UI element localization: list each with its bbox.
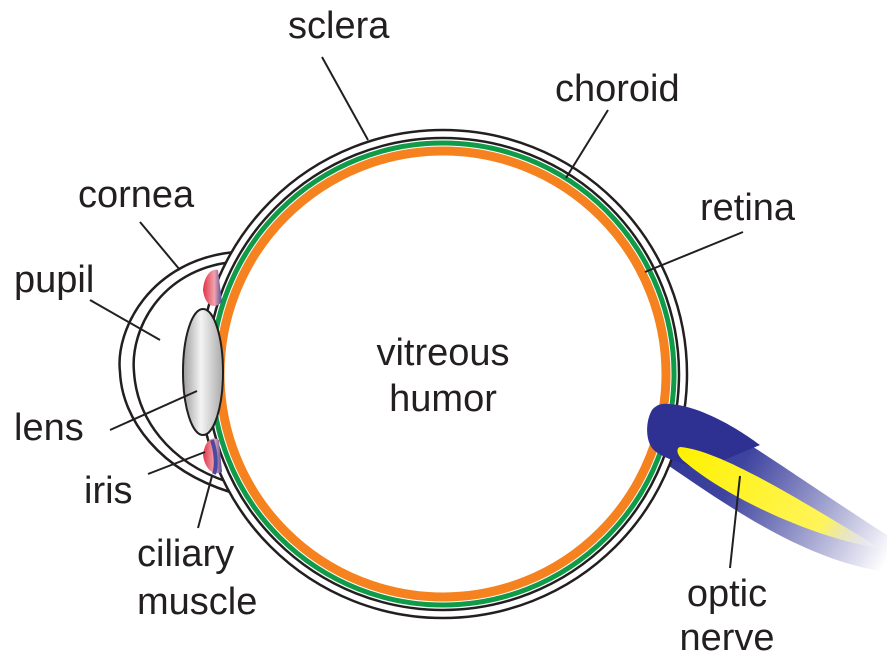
lens-label: lens — [14, 407, 84, 449]
sclera-label: sclera — [288, 5, 390, 47]
ciliary-muscle-label-line1: ciliary — [137, 533, 234, 575]
sclera-leader-line — [322, 57, 368, 140]
optic-nerve-label-line1: optic — [687, 573, 767, 615]
optic-nerve-label-line2: nerve — [679, 617, 774, 658]
iris-label: iris — [84, 470, 133, 512]
lens — [183, 309, 223, 435]
choroid-leader-line — [566, 110, 608, 178]
retina — [220, 151, 666, 597]
cornea-label: cornea — [78, 174, 195, 216]
vitreous-humor-label-line1: vitreous — [376, 332, 509, 374]
retina-label: retina — [700, 187, 796, 229]
vitreous-humor-label-line2: humor — [389, 378, 497, 420]
choroid-label: choroid — [555, 68, 680, 110]
ciliary-muscle-label-line2: muscle — [137, 581, 257, 623]
retina-leader-line — [645, 232, 743, 272]
cornea-leader-line — [140, 222, 180, 270]
pupil-label: pupil — [14, 259, 94, 301]
